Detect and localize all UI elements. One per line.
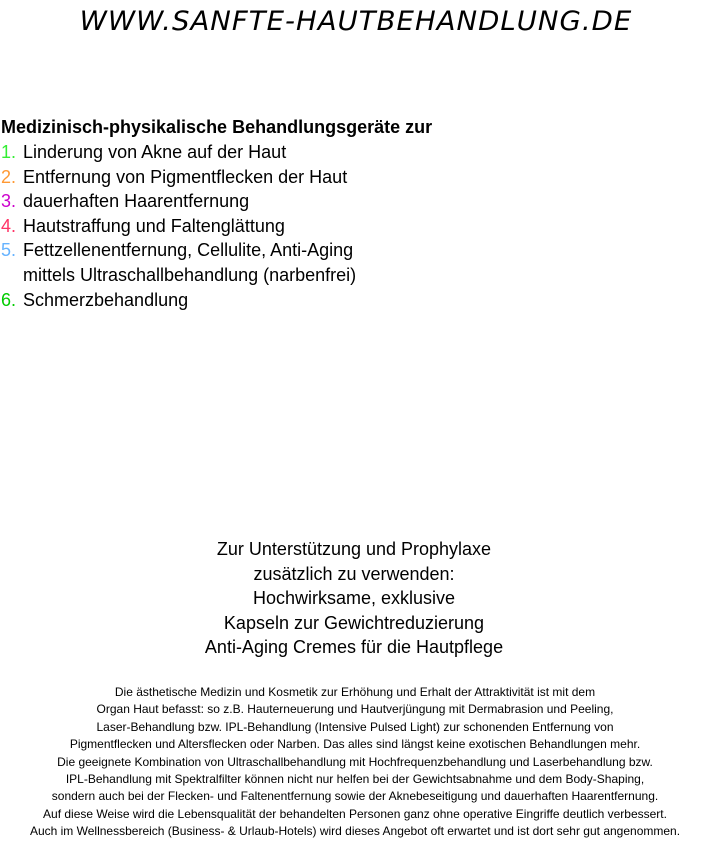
supplement-text: Zur Unterstützung und Prophylaxe zusätzli… bbox=[0, 537, 708, 660]
list-number: 5. bbox=[1, 240, 17, 261]
list-item: 5. Fettzellenentfernung, Cellulite, Anti-… bbox=[1, 238, 356, 263]
body-line: Pigmentflecken und Altersflecken oder Na… bbox=[69, 737, 641, 752]
list-number: 3. bbox=[1, 191, 17, 212]
list-item-continuation: mittels Ultraschallbehandlung (narbenfre… bbox=[23, 264, 357, 285]
list-number: 4. bbox=[1, 215, 17, 236]
list-text: Fettzellenentfernung, Cellulite, Anti-Ag… bbox=[23, 240, 354, 261]
treatment-list: 1. Linderung von Akne auf der Haut 2. Entfe… bbox=[1, 140, 356, 312]
center-line: Zur Unterstützung und Prophylaxe bbox=[216, 539, 492, 559]
list-number: 1. bbox=[1, 142, 17, 162]
list-text: Linderung von Akne auf der Haut bbox=[23, 142, 287, 162]
body-line: Die geeignete Kombination von Ultraschal… bbox=[57, 754, 653, 769]
list-text: dauerhaften Haarentfernung bbox=[23, 191, 250, 212]
center-line: Hochwirksame, exklusive bbox=[252, 588, 456, 609]
list-item: 3. dauerhaften Haarentfernung bbox=[1, 189, 356, 214]
list-number: 6. bbox=[1, 289, 17, 310]
list-item: 1. Linderung von Akne auf der Haut bbox=[1, 140, 356, 165]
body-line: sondern auch bei der Flecken- und Falten… bbox=[51, 789, 659, 804]
center-line: zusätzlich zu verwenden: bbox=[253, 563, 455, 584]
body-line: Organ Haut befasst: so z.B. Hauterneueru… bbox=[96, 702, 614, 717]
body-line: Auf diese Weise wird die Lebensqualität … bbox=[43, 806, 667, 821]
list-text: Entfernung von Pigmentflecken der Haut bbox=[23, 166, 348, 187]
list-number: 2. bbox=[1, 166, 17, 187]
body-line: IPL-Behandlung mit Spektralfilter können… bbox=[65, 772, 645, 787]
list-item: 2. Entfernung von Pigmentflecken der Haut bbox=[1, 165, 356, 190]
body-line: Auch im Wellnessbereich (Business- & Url… bbox=[29, 824, 681, 839]
description-paragraph: Die ästhetische Medizin und Kosmetik zur… bbox=[0, 684, 710, 841]
list-item: 4. Hautstraffung und Faltenglättung bbox=[1, 214, 356, 239]
list-text: Schmerzbehandlung bbox=[23, 289, 189, 310]
section-heading: Medizinisch-physikalische Behandlungsger… bbox=[1, 117, 433, 137]
site-logo[interactable]: WWW.SANFTE-HAUTBEHANDLUNG.DE bbox=[79, 6, 633, 37]
center-line: Anti-Aging Cremes für die Hautpflege bbox=[204, 637, 504, 658]
list-text: Hautstraffung und Faltenglättung bbox=[23, 215, 285, 236]
body-line: Die ästhetische Medizin und Kosmetik zur… bbox=[114, 685, 596, 699]
list-item: 6. Schmerzbehandlung bbox=[1, 288, 356, 313]
center-line: Kapseln zur Gewichtreduzierung bbox=[223, 612, 485, 633]
body-line: Laser-Behandlung bzw. IPL-Behandlung (In… bbox=[96, 719, 614, 734]
